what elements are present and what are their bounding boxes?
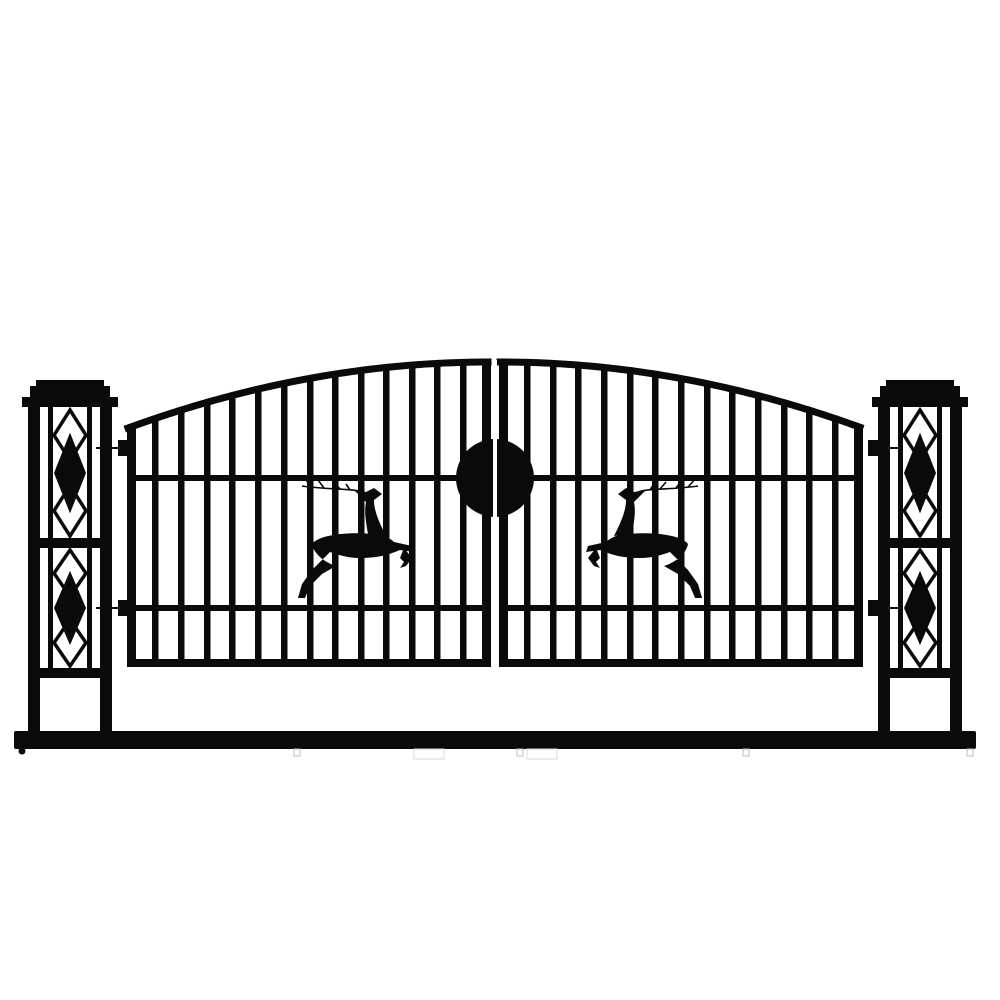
hinge-pin (96, 607, 118, 609)
gate-bar (832, 418, 839, 667)
deer-body (586, 533, 702, 598)
pillar-divider (878, 538, 962, 548)
gate-leaf-left (123, 358, 492, 667)
deer-silhouette (298, 477, 414, 598)
hinge-pin (96, 447, 118, 449)
deer-antlers (637, 477, 699, 493)
gate-bar (383, 367, 390, 667)
gate-bar (434, 363, 441, 667)
base-end-knob (18, 747, 26, 755)
center-stile-right (499, 360, 506, 667)
gate-bar (601, 367, 608, 667)
base-foot (742, 748, 750, 757)
gate-bar (550, 363, 557, 667)
gate-bar (281, 383, 288, 667)
pillar-post (878, 407, 890, 733)
diamond-solid (54, 570, 86, 646)
deer-leg (588, 548, 600, 568)
base-rail-bar (14, 731, 976, 749)
gate-bar (129, 426, 136, 667)
gate-bar (152, 418, 159, 667)
gate-bar (358, 370, 365, 667)
gate-bar (255, 389, 262, 667)
gate-bar (729, 389, 736, 667)
diamond-solid (54, 432, 86, 514)
hinge (868, 600, 900, 616)
hinge-block (118, 440, 128, 456)
diamond-solid (904, 570, 936, 646)
deer-leg (400, 548, 412, 568)
pillar-post (950, 407, 962, 733)
hinge (96, 600, 128, 616)
gate-bar (332, 374, 339, 667)
gate-leaf-right (496, 358, 865, 667)
gate-bar (781, 402, 788, 667)
hinge-block (868, 600, 878, 616)
deer-silhouette (586, 477, 702, 598)
pillar-post (28, 407, 40, 733)
gate-rail (500, 475, 862, 481)
pillar-cap (880, 386, 960, 398)
gate-bar (704, 383, 711, 667)
base-foot (293, 748, 301, 757)
pillars (22, 380, 968, 733)
pillar-cap-top (886, 380, 954, 388)
pillar-cap-ledge (872, 397, 968, 407)
pillar-cap-ledge (22, 397, 118, 407)
diamond-outline (901, 482, 939, 540)
pillar-left (22, 380, 118, 733)
pillar-cap (30, 386, 110, 398)
base-foot (516, 748, 524, 757)
gate-bar (855, 426, 862, 667)
gate-rail (128, 475, 490, 481)
gate-top-arch (496, 358, 865, 432)
gate-bar (204, 402, 211, 667)
pillar-cap-top (36, 380, 104, 388)
base-rail (14, 731, 976, 760)
gate-bar (307, 378, 314, 667)
gate-bar (652, 374, 659, 667)
gate-rail (500, 605, 862, 611)
hinge-pin (878, 447, 900, 449)
hinge-block (868, 440, 878, 456)
diamond-outline (901, 616, 939, 670)
gate-bar (575, 365, 582, 667)
gate-bar (229, 395, 236, 667)
base-foot (966, 748, 974, 757)
deer-antlers (301, 477, 363, 493)
diamond-outline (51, 482, 89, 540)
hinge (96, 440, 128, 456)
pillar-divider (28, 668, 112, 678)
deer-head (614, 488, 646, 536)
pillar-divider (878, 668, 962, 678)
gate (96, 358, 900, 667)
diamond-outline (51, 616, 89, 670)
center-stile-left (484, 360, 491, 667)
diamond-solid (904, 432, 936, 514)
gate-bar (524, 362, 531, 667)
base-plate (413, 748, 445, 760)
leaf-gap (493, 360, 497, 667)
gate-bottom-rail (500, 660, 862, 667)
deer-head (354, 488, 386, 536)
hinge-block (118, 600, 128, 616)
hinge (868, 440, 900, 456)
pillar-divider (28, 538, 112, 548)
base-plate (526, 748, 558, 760)
pillar-post (100, 407, 112, 733)
hinge-pin (878, 607, 900, 609)
gate-bar (460, 362, 467, 667)
gate-rail (128, 605, 490, 611)
gate-bar (409, 365, 416, 667)
gate-bar (755, 395, 762, 667)
gate-bottom-rail (128, 660, 490, 667)
deer-body (298, 533, 414, 598)
gate-bar (806, 410, 813, 667)
gate-bar (678, 378, 685, 667)
gate-bar (178, 410, 185, 667)
pillar-right (872, 380, 968, 733)
